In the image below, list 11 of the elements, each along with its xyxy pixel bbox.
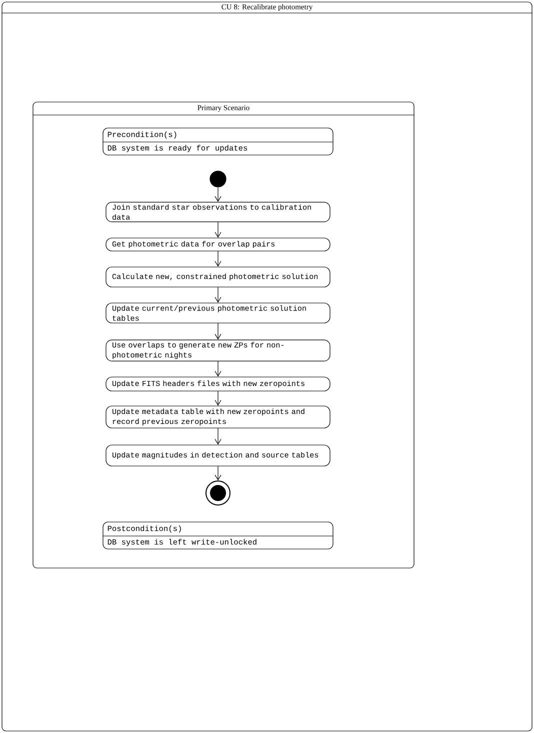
arrow [214, 361, 222, 377]
arrow [214, 466, 222, 480]
end-node [206, 480, 230, 506]
arrow [214, 287, 222, 303]
start-node [210, 170, 226, 188]
arrow [214, 251, 222, 267]
arrow [214, 222, 222, 238]
arrow [214, 391, 222, 406]
arrow [214, 323, 222, 340]
arrow [214, 428, 222, 445]
arrow [214, 187, 222, 202]
